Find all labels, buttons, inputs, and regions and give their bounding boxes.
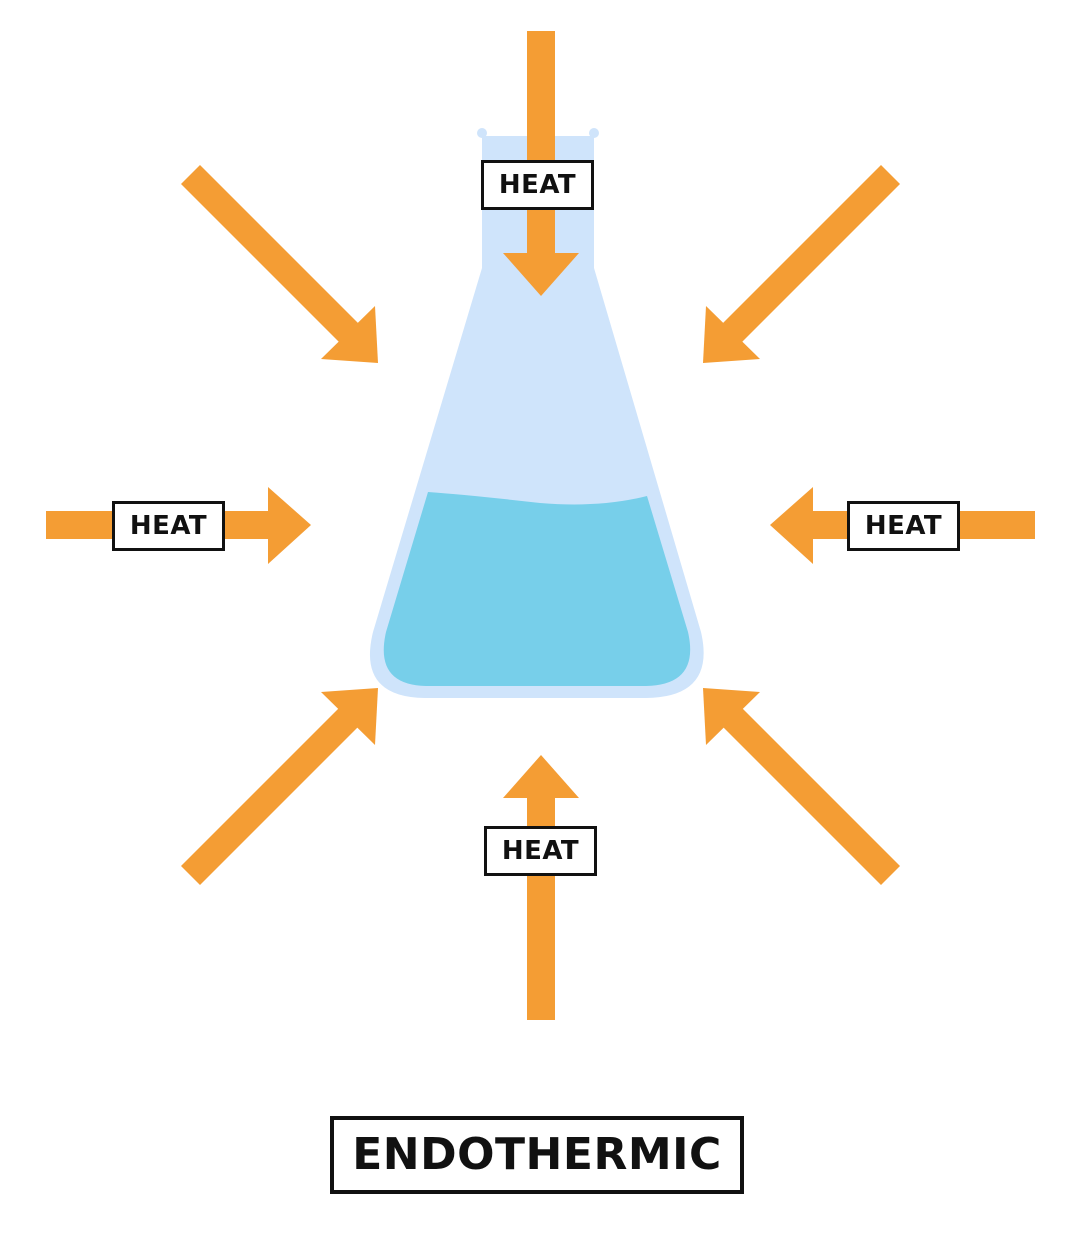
diagram-title: ENDOTHERMIC [330,1116,744,1194]
heat-arrow-top-left [181,165,378,363]
flask-icon [369,128,704,698]
heat-label-left: HEAT [112,501,225,551]
flask-liquid [383,492,691,686]
heat-label-right: HEAT [847,501,960,551]
heat-arrow-bottom-right [703,688,900,885]
heat-arrow-top-right [703,165,900,363]
heat-arrow-bottom-left [181,688,378,885]
heat-arrow-bottom [503,755,579,1020]
flask-lip-left [477,128,487,138]
heat-arrow-top [503,31,579,296]
flask-lip-right [589,128,599,138]
heat-label-bottom: HEAT [484,826,597,876]
heat-label-top: HEAT [481,160,594,210]
